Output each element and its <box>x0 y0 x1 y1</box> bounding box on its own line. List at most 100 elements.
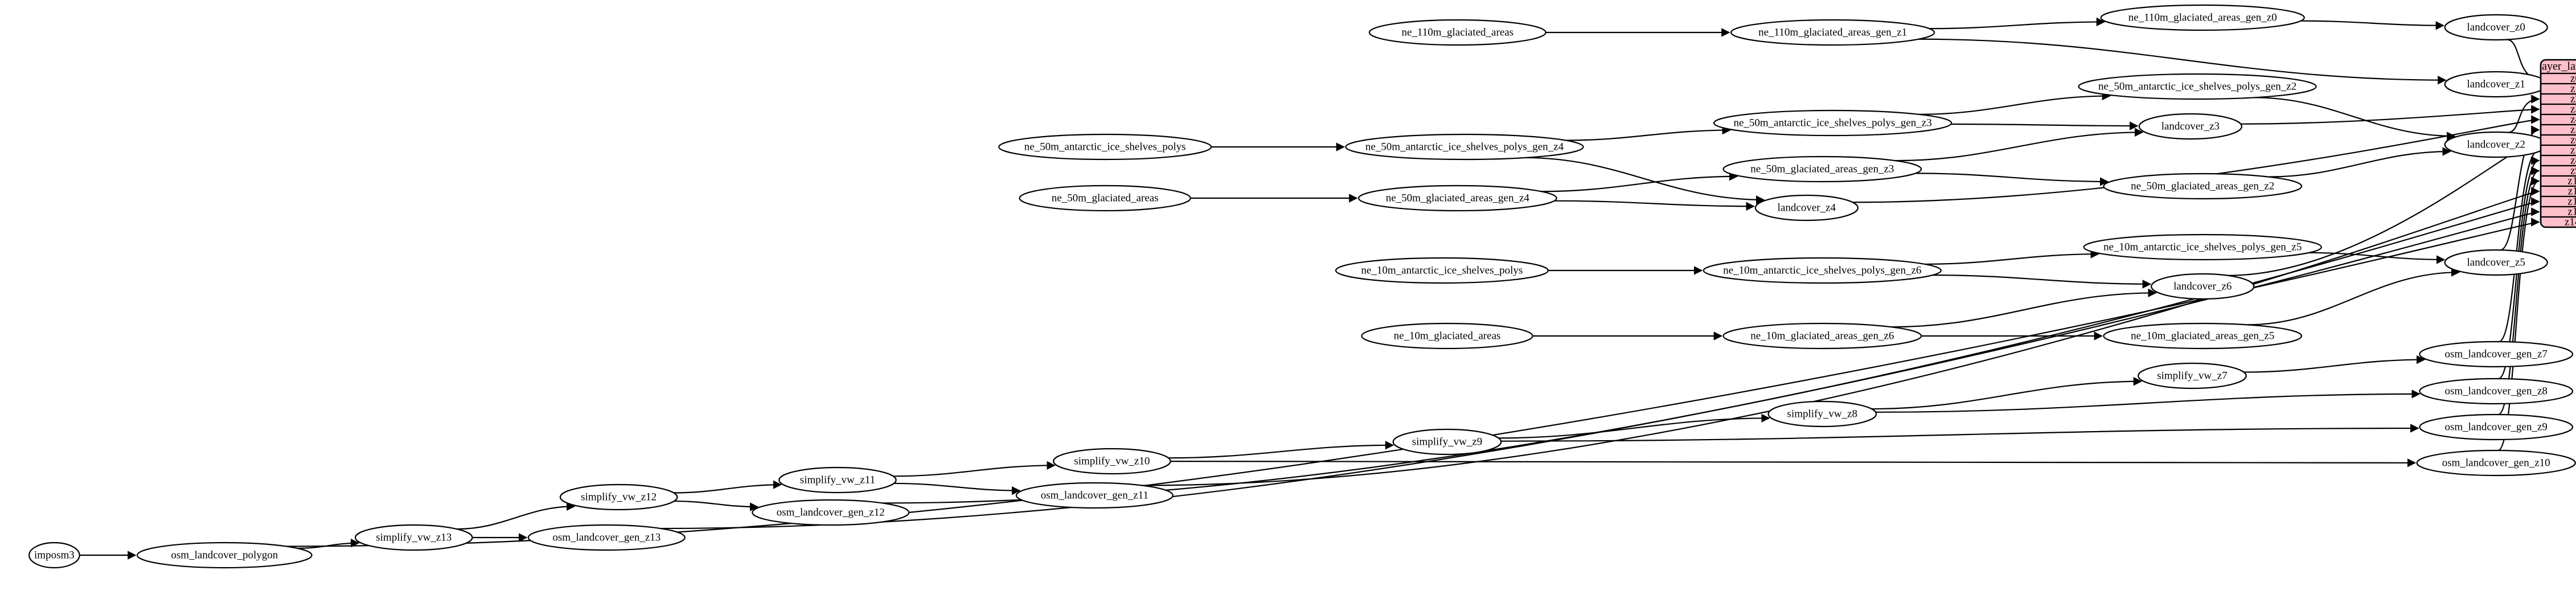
node-ellipse <box>2416 449 2576 477</box>
graph-node-ne_10m_glaciated_areas_gen_z6[interactable]: ne_10m_glaciated_areas_gen_z6 <box>1722 322 1922 350</box>
node-ellipse <box>2444 249 2548 276</box>
node-label: landcover_z2 <box>2467 138 2525 150</box>
table-row-label: z6 <box>2570 134 2576 146</box>
graph-edge <box>2508 95 2540 133</box>
node-label: osm_landcover_gen_z12 <box>777 506 885 518</box>
graph-edge <box>2254 97 2456 141</box>
graph-node-ne_50m_glaciated_areas_gen_z3[interactable]: ne_50m_glaciated_areas_gen_z3 <box>1722 155 1922 183</box>
node-label: simplify_vw_z11 <box>800 474 875 486</box>
graph-node-osm_landcover_gen_z7[interactable]: osm_landcover_gen_z7 <box>2419 341 2574 368</box>
table-row-label: z8 <box>2570 154 2576 166</box>
graph-node-osm_landcover_gen_z8[interactable]: osm_landcover_gen_z8 <box>2419 378 2574 405</box>
graph-node-ne_50m_antarctic_ice_shelves_polys_gen_z4[interactable]: ne_50m_antarctic_ice_shelves_polys_gen_z… <box>1345 133 1584 161</box>
table-row-label: z11 <box>2568 185 2576 197</box>
graph-edge <box>1142 187 2540 486</box>
node-ellipse <box>1361 322 1533 350</box>
node-label: ne_10m_antarctic_ice_shelves_polys_gen_z… <box>1723 264 1921 276</box>
node-ellipse <box>2138 113 2243 140</box>
node-ellipse <box>1335 257 1549 284</box>
node-label: landcover_z6 <box>2173 280 2232 292</box>
node-label: osm_landcover_polygon <box>171 549 278 561</box>
graph-node-landcover_z5[interactable]: landcover_z5 <box>2444 249 2548 276</box>
graph-node-landcover_z4[interactable]: landcover_z4 <box>1754 194 1859 222</box>
node-label: imposm3 <box>34 549 75 561</box>
graph-node-simplify_vw_z7[interactable]: simplify_vw_z7 <box>2138 362 2247 389</box>
node-label: landcover_z5 <box>2467 256 2525 268</box>
node-label: simplify_vw_z12 <box>581 491 657 503</box>
node-ellipse <box>2083 233 2322 261</box>
graph-edge <box>1541 172 1738 192</box>
graph-node-ne_10m_antarctic_ice_shelves_polys_gen_z6[interactable]: ne_10m_antarctic_ice_shelves_polys_gen_z… <box>1703 257 1942 284</box>
node-ellipse <box>1703 257 1942 284</box>
node-label: landcover_z4 <box>1778 202 1836 214</box>
graph-node-ne_50m_antarctic_ice_shelves_polys_gen_z2[interactable]: ne_50m_antarctic_ice_shelves_polys_gen_z… <box>2078 73 2317 100</box>
node-ellipse <box>2078 73 2317 100</box>
graph-node-landcover_z0[interactable]: landcover_z0 <box>2444 14 2548 41</box>
table-row-label: z3 <box>2570 103 2576 115</box>
graph-node-osm_landcover_gen_z12[interactable]: osm_landcover_gen_z12 <box>752 499 910 526</box>
graph-node-osm_landcover_gen_z13[interactable]: osm_landcover_gen_z13 <box>527 524 686 551</box>
graph-node-simplify_vw_z9[interactable]: simplify_vw_z9 <box>1392 428 1502 456</box>
graph-node-ne_50m_glaciated_areas[interactable]: ne_50m_glaciated_areas <box>1019 184 1191 212</box>
node-label: osm_landcover_gen_z13 <box>552 531 661 543</box>
graph-node-ne_10m_antarctic_ice_shelves_polys[interactable]: ne_10m_antarctic_ice_shelves_polys <box>1335 257 1549 284</box>
graph-edge <box>1852 115 2540 203</box>
graph-node-simplify_vw_z13[interactable]: simplify_vw_z13 <box>354 524 473 551</box>
graph-node-ne_50m_antarctic_ice_shelves_polys[interactable]: ne_50m_antarctic_ice_shelves_polys <box>998 133 1212 161</box>
node-ellipse <box>2100 4 2305 31</box>
graph-node-ne_10m_glaciated_areas_gen_z5[interactable]: ne_10m_glaciated_areas_gen_z5 <box>2103 322 2303 350</box>
graph-edge <box>660 207 2540 530</box>
node-ellipse <box>1357 184 1557 212</box>
graph-node-simplify_vw_z12[interactable]: simplify_vw_z12 <box>559 483 678 511</box>
graph-edge <box>1876 389 2421 413</box>
node-label: ne_50m_antarctic_ice_shelves_polys <box>1024 141 1186 153</box>
graph-node-landcover_z3[interactable]: landcover_z3 <box>2138 113 2243 140</box>
graph-node-simplify_vw_z10[interactable]: simplify_vw_z10 <box>1053 448 1171 475</box>
graph-node-osm_landcover_polygon[interactable]: osm_landcover_polygon <box>136 542 313 569</box>
node-ellipse <box>354 524 473 551</box>
graph-node-ne_50m_glaciated_areas_gen_z2[interactable]: ne_50m_glaciated_areas_gen_z2 <box>2103 173 2303 200</box>
graph-node-landcover_z6[interactable]: landcover_z6 <box>2151 273 2255 300</box>
graph-node-osm_landcover_gen_z10[interactable]: osm_landcover_gen_z10 <box>2416 449 2576 477</box>
graph-node-simplify_vw_z11[interactable]: simplify_vw_z11 <box>778 466 897 494</box>
table-row-label: z0 <box>2570 72 2576 84</box>
graph-node-ne_110m_glaciated_areas_gen_z0[interactable]: ne_110m_glaciated_areas_gen_z0 <box>2100 4 2305 31</box>
node-label: ne_50m_antarctic_ice_shelves_polys_gen_z… <box>1365 141 1564 153</box>
graph-node-ne_110m_glaciated_areas[interactable]: ne_110m_glaciated_areas <box>1368 19 1547 46</box>
graph-node-ne_110m_glaciated_areas_gen_z1[interactable]: ne_110m_glaciated_areas_gen_z1 <box>1730 19 1935 46</box>
graph-node-ne_50m_glaciated_areas_gen_z4[interactable]: ne_50m_glaciated_areas_gen_z4 <box>1357 184 1557 212</box>
edge-layer <box>79 17 2544 560</box>
graph-node-osm_landcover_gen_z9[interactable]: osm_landcover_gen_z9 <box>2419 413 2574 441</box>
graph-edge <box>2300 20 2445 30</box>
graph-node-imposm3[interactable]: imposm3 <box>28 542 80 569</box>
graph-edge <box>1498 413 1770 439</box>
table-row-z14+[interactable] <box>2541 216 2576 227</box>
node-label: ne_50m_glaciated_areas <box>1052 192 1159 204</box>
graph-edge <box>1170 458 2417 468</box>
table-row-label: z7 <box>2570 144 2576 156</box>
node-label: ne_10m_antarctic_ice_shelves_polys <box>1361 264 1523 276</box>
table-row-label: z9 <box>2570 165 2576 177</box>
graph-edge <box>1925 249 2099 265</box>
graph-node-landcover_z1[interactable]: landcover_z1 <box>2444 71 2548 98</box>
graph-node-landcover_z2[interactable]: landcover_z2 <box>2444 131 2548 158</box>
node-label: ne_50m_antarctic_ice_shelves_polys_gen_z… <box>1733 117 1931 129</box>
node-ellipse <box>527 524 686 551</box>
graph-node-osm_landcover_gen_z11[interactable]: osm_landcover_gen_z11 <box>1015 482 1174 509</box>
graph-edge <box>457 502 576 530</box>
graph-edge <box>2269 147 2451 178</box>
graph-node-ne_50m_antarctic_ice_shelves_polys_gen_z3[interactable]: ne_50m_antarctic_ice_shelves_polys_gen_z… <box>1713 109 1952 137</box>
node-label: osm_landcover_gen_z7 <box>2444 348 2547 360</box>
graph-node-ne_10m_antarctic_ice_shelves_polys_gen_z5[interactable]: ne_10m_antarctic_ice_shelves_polys_gen_z… <box>2083 233 2322 261</box>
node-ellipse <box>2103 322 2303 350</box>
graph-edge <box>893 461 1056 477</box>
node-label: osm_landcover_gen_z11 <box>1041 489 1148 501</box>
graph-node-simplify_vw_z8[interactable]: simplify_vw_z8 <box>1767 400 1877 428</box>
graph-node-ne_10m_glaciated_areas[interactable]: ne_10m_glaciated_areas <box>1361 322 1533 350</box>
graph-edge <box>2309 252 2446 264</box>
table-row-label: z2 <box>2570 93 2576 105</box>
node-ellipse <box>998 133 1212 161</box>
node-label: ne_50m_glaciated_areas_gen_z3 <box>1750 163 1894 175</box>
